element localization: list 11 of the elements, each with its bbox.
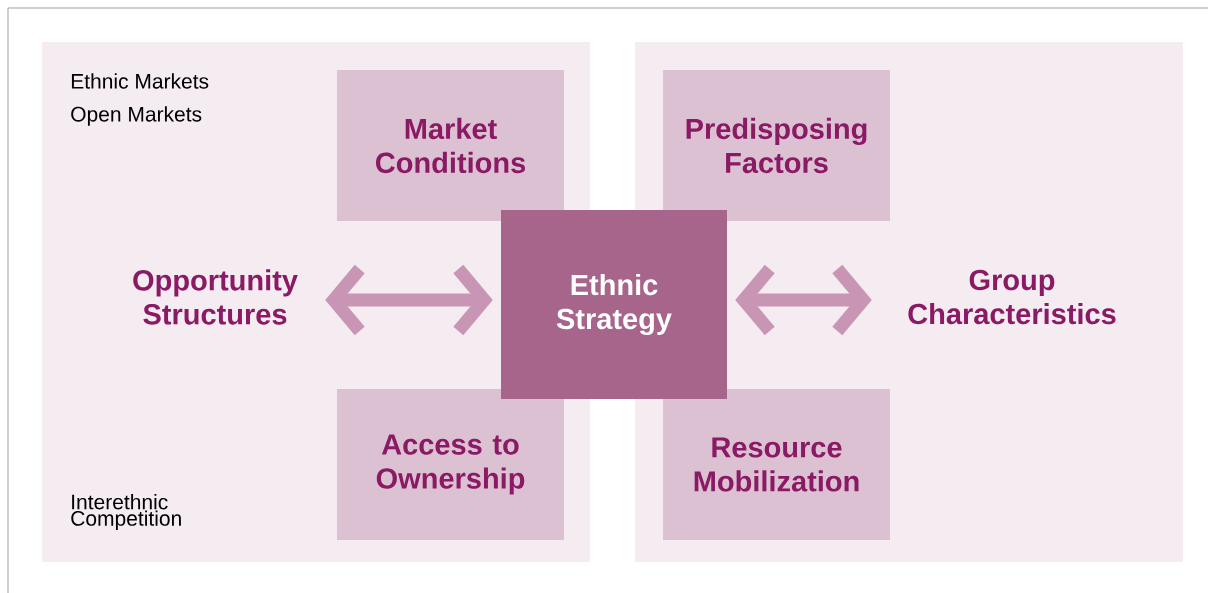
factor-box: Access to Ownership [337, 389, 564, 540]
text-label: Ethnic Markets [71, 73, 209, 89]
heading-text: Group Characteristics [908, 269, 1116, 325]
strategy-box: Ethnic Strategy [501, 210, 727, 399]
text-label: Interethnic Competition [71, 494, 181, 530]
factor-box: Market Conditions [337, 70, 564, 221]
text-label: Open Markets [71, 106, 202, 126]
factor-box: Resource Mobilization [663, 389, 890, 540]
heading-text: Opportunity Structures [133, 269, 298, 325]
double-arrow [325, 264, 493, 336]
factor-box: Predisposing Factors [663, 70, 890, 221]
